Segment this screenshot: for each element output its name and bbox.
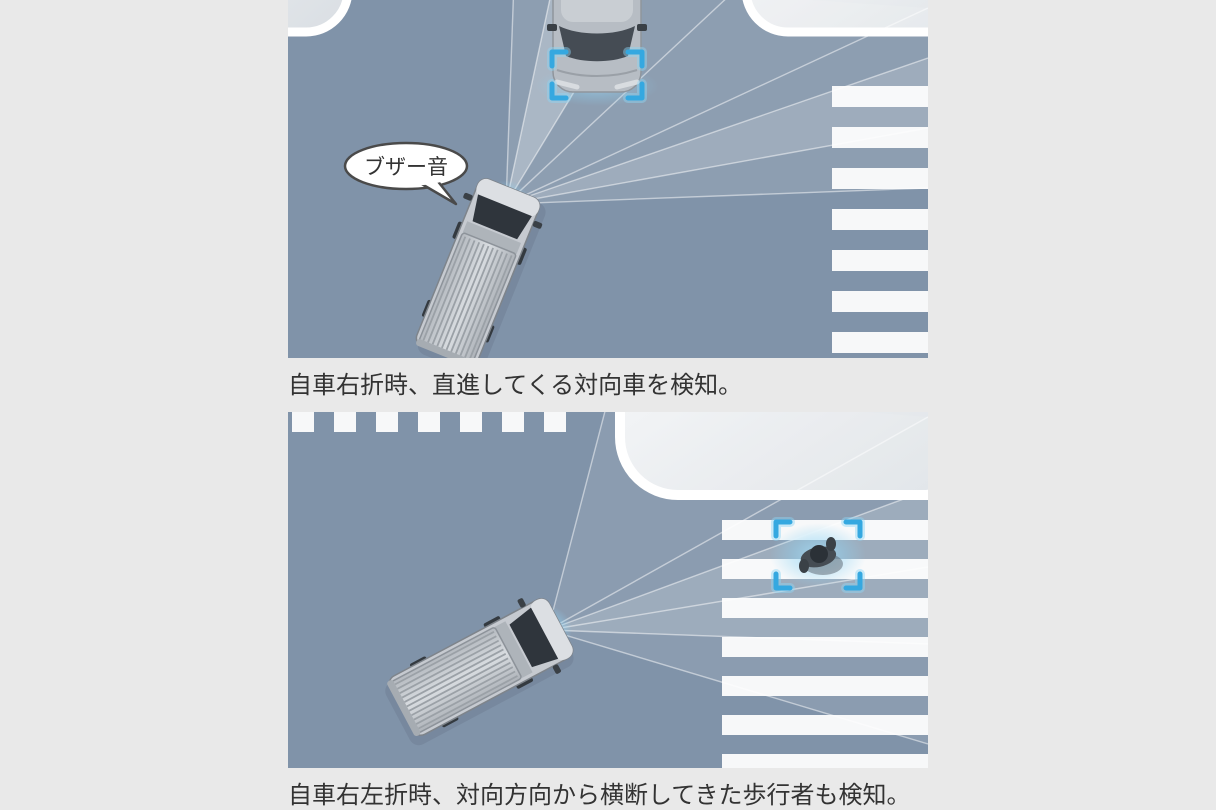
sidewalk-corner-top-right: [742, 0, 928, 37]
top-caption: 自車右折時、直進してくる対向車を検知。: [288, 372, 743, 399]
speech-bubble-label: ブザー音: [364, 156, 448, 179]
bottom-diagram-illustration: [288, 412, 928, 768]
bottom-caption: 自車右左折時、対向方向から横断してきた歩行者も検知。: [288, 782, 911, 809]
detection-brackets-icon: [549, 49, 645, 101]
sidewalk-corner-top-right: [615, 412, 928, 500]
top-figure: ブザー音 自車右折時、直進してくる対向車を検知。: [288, 0, 928, 412]
bottom-diagram: [288, 412, 928, 768]
crosswalk-right: [832, 86, 928, 353]
speech-bubble: ブザー音: [343, 141, 469, 206]
detection-brackets-icon: [773, 519, 863, 591]
top-diagram-illustration: ブザー音: [288, 0, 928, 358]
bottom-figure: 自車右左折時、対向方向から横断してきた歩行者も検知。: [288, 412, 928, 810]
sidewalk-corner-top-left: [288, 0, 352, 37]
pedestrian: [770, 523, 866, 587]
top-diagram: ブザー音: [288, 0, 928, 358]
crosswalk-top: [292, 412, 566, 432]
